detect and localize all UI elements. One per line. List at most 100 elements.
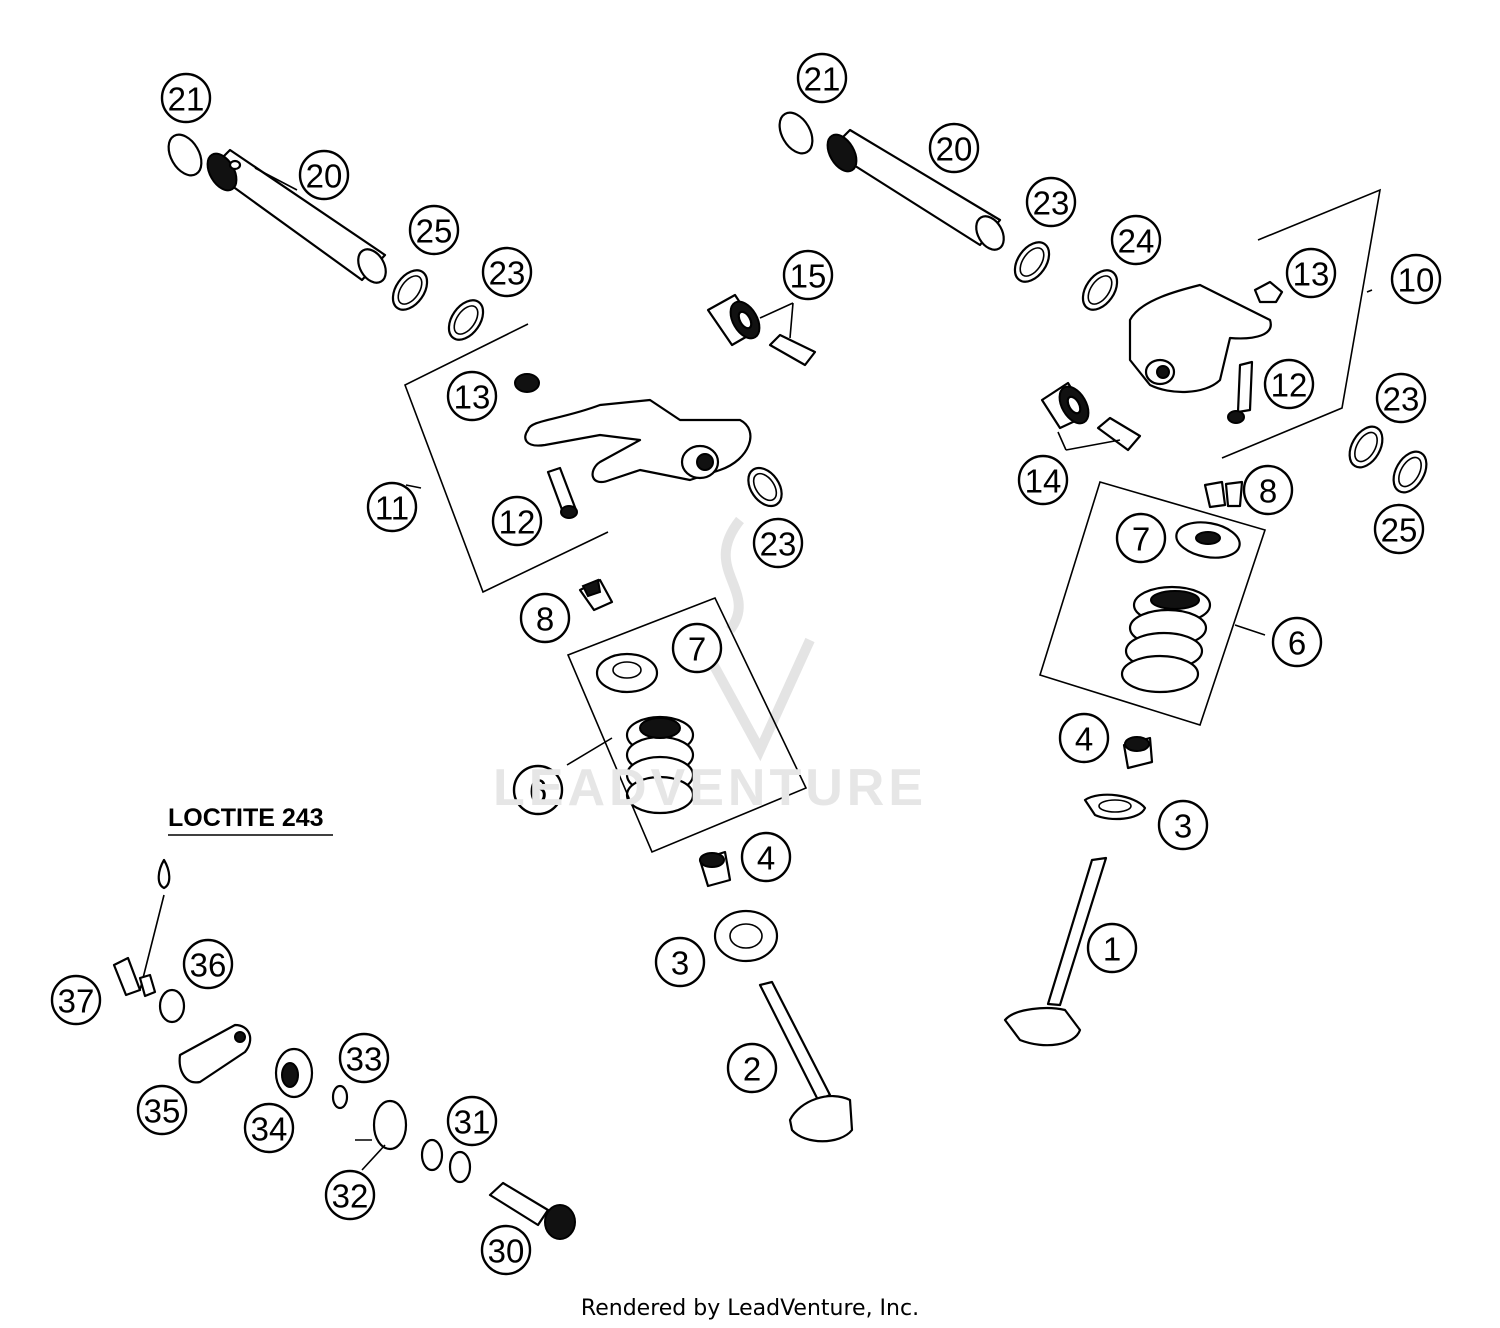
callout-7: 7 [671,622,723,674]
callout-number: 24 [1118,223,1155,260]
callout-circle [182,938,234,990]
right-valve-spring [1120,585,1212,694]
watermark-text: LEADVENTURE [493,759,928,817]
right-spring-group-frame [1038,481,1267,726]
callout-circle [654,936,706,988]
callout-35: 35 [136,1084,188,1136]
callout-number: 21 [168,81,205,118]
callout-circle [1115,512,1167,564]
callout-circle [1157,799,1209,851]
decompressor-bolt [112,956,157,998]
callout-circle [1373,503,1425,555]
decompressor-o-ring [331,1084,349,1110]
callout-circle [740,831,792,883]
watermark-logo [695,516,815,762]
decompressor-lever [178,1023,252,1084]
callout-circle [1263,358,1315,410]
callout-1: 1 [1086,922,1138,974]
callout-circle [480,1224,532,1276]
callout-number: 1 [1103,931,1121,968]
loctite-leader [139,834,333,991]
callout-number: 37 [58,983,95,1020]
decompressor-shim-b [448,1150,472,1184]
callout-number: 25 [416,213,453,250]
right-spring-retainer [1175,521,1241,559]
callout-10: 10 [1390,253,1442,305]
callout-number: 8 [536,601,554,638]
callout-circle [671,622,723,674]
callout-number: 23 [489,255,526,292]
callout-12: 12 [1263,358,1315,410]
callout-3: 3 [654,936,706,988]
callout-circle [1242,464,1294,516]
callout-number: 23 [1033,185,1070,222]
right-shims [1013,241,1428,494]
callout-34: 34 [243,1102,295,1154]
loctite-drop-icon [157,858,171,890]
callout-20: 20 [928,122,980,174]
callout-circle [1017,454,1069,506]
callout-circle [338,1032,390,1084]
callout-circle [408,204,460,256]
callout-number: 10 [1398,262,1435,299]
left-rocker-shaft [167,133,387,284]
callout-23: 23 [1375,372,1427,424]
decompressor-washer [158,988,186,1024]
loctite-label: LOCTITE 243 [168,804,324,832]
callout-number: 23 [1383,381,1420,418]
callout-number: 3 [671,945,689,982]
right-rocker-shaft [778,111,1005,251]
right-valve-keepers [1203,480,1244,509]
leader-lines [254,167,1373,1171]
callout-number: 33 [346,1041,383,1078]
left-spring-group-frame [566,596,808,854]
callout-11: 11 [366,481,418,533]
callout-circle [1375,372,1427,424]
right-valve [1003,856,1108,1047]
decompressor-spring-washer [274,1047,314,1099]
callout-37: 37 [50,974,102,1026]
left-spring-retainer [595,652,659,694]
callout-circle [298,149,350,201]
callout-number: 7 [688,631,706,668]
callout-31: 31 [446,1095,498,1147]
callout-12: 12 [491,495,543,547]
callout-25: 25 [1373,503,1425,555]
decompressor-spring [355,1099,408,1151]
callout-21: 21 [160,72,212,124]
callout-circle [752,517,804,569]
callout-circle [1086,922,1138,974]
callout-number: 11 [375,490,409,527]
callout-23: 23 [752,517,804,569]
callout-circle [243,1102,295,1154]
left-valve [758,980,854,1143]
callout-number: 31 [454,1104,491,1141]
callout-number: 12 [499,504,536,541]
callout-circle [491,495,543,547]
callout-circle [50,974,102,1026]
callout-number: 4 [1075,721,1093,758]
callout-number: 32 [332,1178,369,1215]
callout-circle [366,481,418,533]
callout-circle [1271,616,1323,668]
callout-number: 20 [936,131,973,168]
callout-circle [1390,253,1442,305]
callout-13: 13 [446,370,498,422]
right-spring-seat [1083,793,1147,821]
right-valve-seal [1122,736,1154,770]
callout-number: 3 [1174,808,1192,845]
left-rocker-arm [514,373,752,519]
callout-circle [481,246,533,298]
left-shims [391,269,783,508]
callout-30: 30 [480,1224,532,1276]
callout-8: 8 [519,592,571,644]
callout-14: 14 [1017,454,1069,506]
callout-4: 4 [1058,712,1110,764]
callout-3: 3 [1157,799,1209,851]
callout-circle [160,72,212,124]
callout-number: 13 [454,379,491,416]
callout-6: 6 [512,764,564,816]
callout-25: 25 [408,204,460,256]
callout-number: 14 [1025,463,1062,500]
